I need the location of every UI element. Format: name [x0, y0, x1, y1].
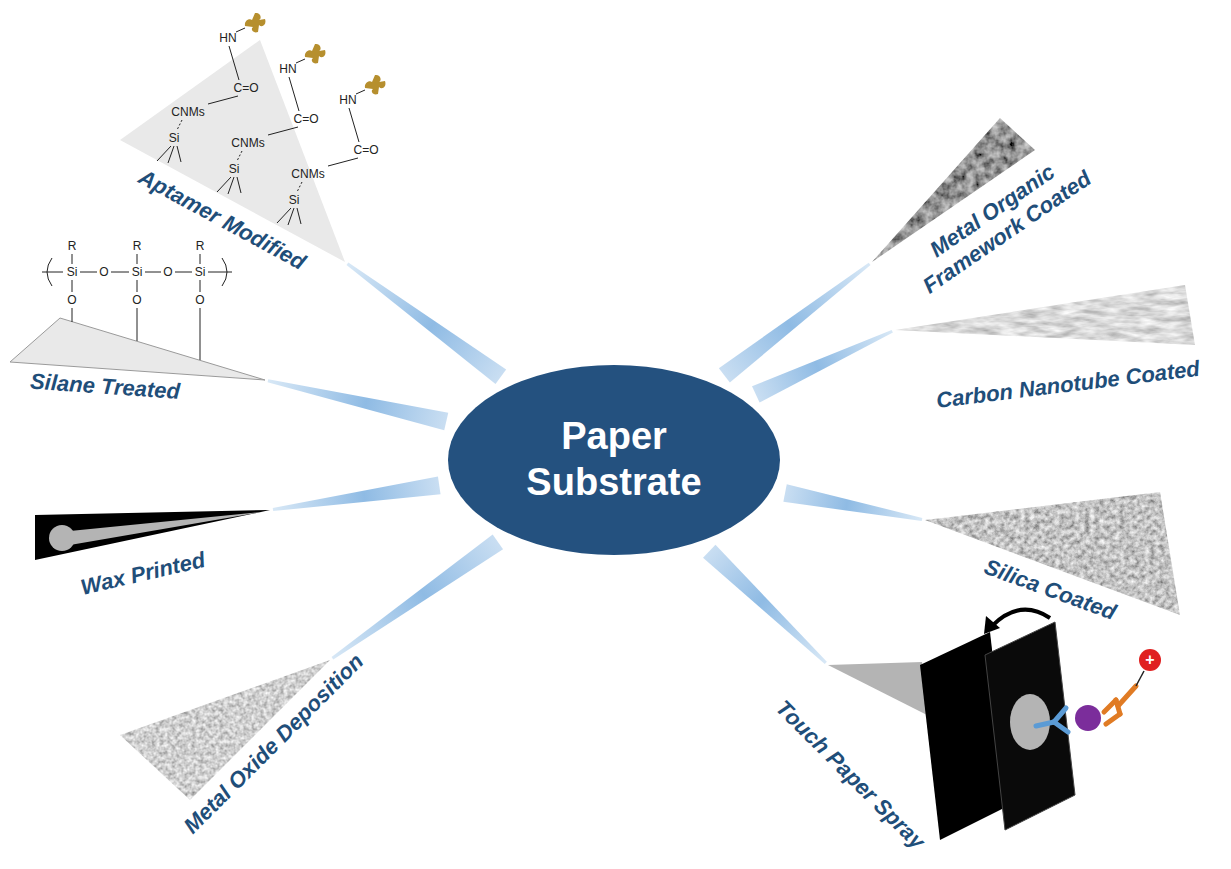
chemical-label: Si	[229, 163, 240, 175]
bond-line	[137, 308, 138, 341]
chemical-label: R	[68, 240, 77, 252]
chemical-label: CNMs	[231, 137, 264, 149]
fold-arrowhead	[984, 616, 1000, 634]
chemical-label: Si	[169, 132, 180, 144]
bond-line	[200, 280, 201, 292]
labeled-antibody	[1104, 686, 1136, 724]
beam-shape	[719, 263, 871, 383]
chemical-label: R	[196, 240, 205, 252]
beam-shape	[268, 379, 449, 430]
wedge-node: Carbon Nanotube Coated	[885, 275, 1225, 415]
wedge-label: Silane Treated	[29, 369, 180, 406]
chemical-label: Si	[67, 266, 78, 278]
bond-line	[72, 280, 73, 292]
chemical-label: C=O	[353, 144, 378, 156]
chemical-label: O	[132, 294, 141, 306]
wedge-node: Metal Oxide Deposition	[110, 640, 385, 865]
wedge-label: Metal Organic Framework Coated	[899, 141, 1102, 303]
charge-symbol: +	[1145, 652, 1154, 668]
chemical-label: CNMs	[291, 168, 324, 180]
chemical-label: Si	[195, 266, 206, 278]
wax-wedge	[35, 510, 270, 560]
ellipse-shape	[448, 365, 780, 555]
chemical-label: O	[163, 266, 172, 278]
beam-shape	[347, 263, 507, 384]
wedge-label: Touch Paper Spray	[770, 695, 930, 855]
node-title: Paper Substrate	[494, 414, 734, 505]
substrate-ellipse: Paper Substrate	[448, 365, 780, 555]
beam-connector	[703, 545, 827, 664]
wedge-label: Metal Oxide Deposition	[179, 649, 370, 840]
bond-line	[80, 272, 97, 273]
chemical-label: HN	[219, 32, 236, 44]
wax-zone	[49, 525, 75, 551]
bond-line	[208, 272, 232, 273]
antibody-stem	[1118, 686, 1136, 706]
beam-connector	[783, 484, 922, 521]
tag-linker	[1136, 671, 1144, 686]
beam-connector	[719, 263, 871, 383]
antibody-arm	[1106, 714, 1120, 724]
wedge-label: Silica Coated	[981, 554, 1120, 626]
beam-connector	[347, 263, 507, 384]
antibody-arm	[1054, 722, 1068, 732]
bond-line	[145, 272, 161, 273]
chemical-label: CNMs	[171, 106, 204, 118]
chemical-label: C=O	[233, 82, 258, 94]
antigen	[1075, 705, 1101, 731]
bond-line	[137, 280, 138, 292]
bond-line	[42, 272, 63, 273]
ellipse-fill	[448, 365, 780, 555]
bond-line	[111, 272, 129, 273]
paper-sheet	[985, 622, 1075, 830]
wedge-node: Wax Printed	[25, 495, 280, 605]
fold-arrow	[992, 610, 1050, 626]
beam-shape	[703, 545, 827, 664]
beam-shape	[332, 534, 503, 659]
bond-line	[72, 308, 73, 322]
beam-shape	[752, 330, 893, 403]
beam-connector	[752, 330, 893, 403]
chemical-label: Si	[132, 266, 143, 278]
bond-line	[200, 308, 201, 360]
wedge-node: Silica Coated	[915, 485, 1195, 645]
silane-structure	[42, 254, 232, 360]
bond-line	[137, 254, 138, 264]
wedge-node: Touch Paper Spray	[770, 600, 1165, 865]
aptamer-structure	[277, 75, 385, 225]
chemical-label: O	[67, 294, 76, 306]
aptamer-structure	[217, 44, 325, 194]
wedge-node: Metal Organic Framework Coated	[860, 100, 1095, 290]
paper-tip	[828, 662, 927, 715]
beam-connector	[268, 379, 449, 430]
antibody-stem	[1036, 722, 1054, 726]
wedge-label: Wax Printed	[78, 547, 207, 601]
wedge-label: Carbon Nanotube Coated	[935, 356, 1201, 415]
beam-connector	[273, 476, 441, 511]
beam-shape	[273, 476, 441, 511]
wax-channel	[70, 512, 262, 545]
bond-line	[72, 254, 73, 264]
chemical-label: HN	[279, 63, 296, 75]
capture-antibody	[1036, 708, 1068, 732]
chemical-label: O	[99, 266, 108, 278]
bond-line	[200, 254, 201, 264]
aptamer-structure	[157, 13, 265, 163]
chemical-label: Si	[289, 194, 300, 206]
chemical-label: C=O	[293, 113, 318, 125]
wedge-label: Aptamer Modified	[134, 164, 310, 276]
chemical-label: HN	[339, 94, 356, 106]
beam-shape	[783, 484, 922, 521]
antibody-arm	[1054, 708, 1066, 722]
wedge-node: Aptamer Modified	[110, 20, 360, 290]
bond-line	[175, 272, 192, 273]
charge-tag	[1139, 649, 1161, 671]
chemical-label: R	[133, 240, 142, 252]
chemical-label: O	[195, 294, 204, 306]
beam-connector	[332, 534, 503, 659]
